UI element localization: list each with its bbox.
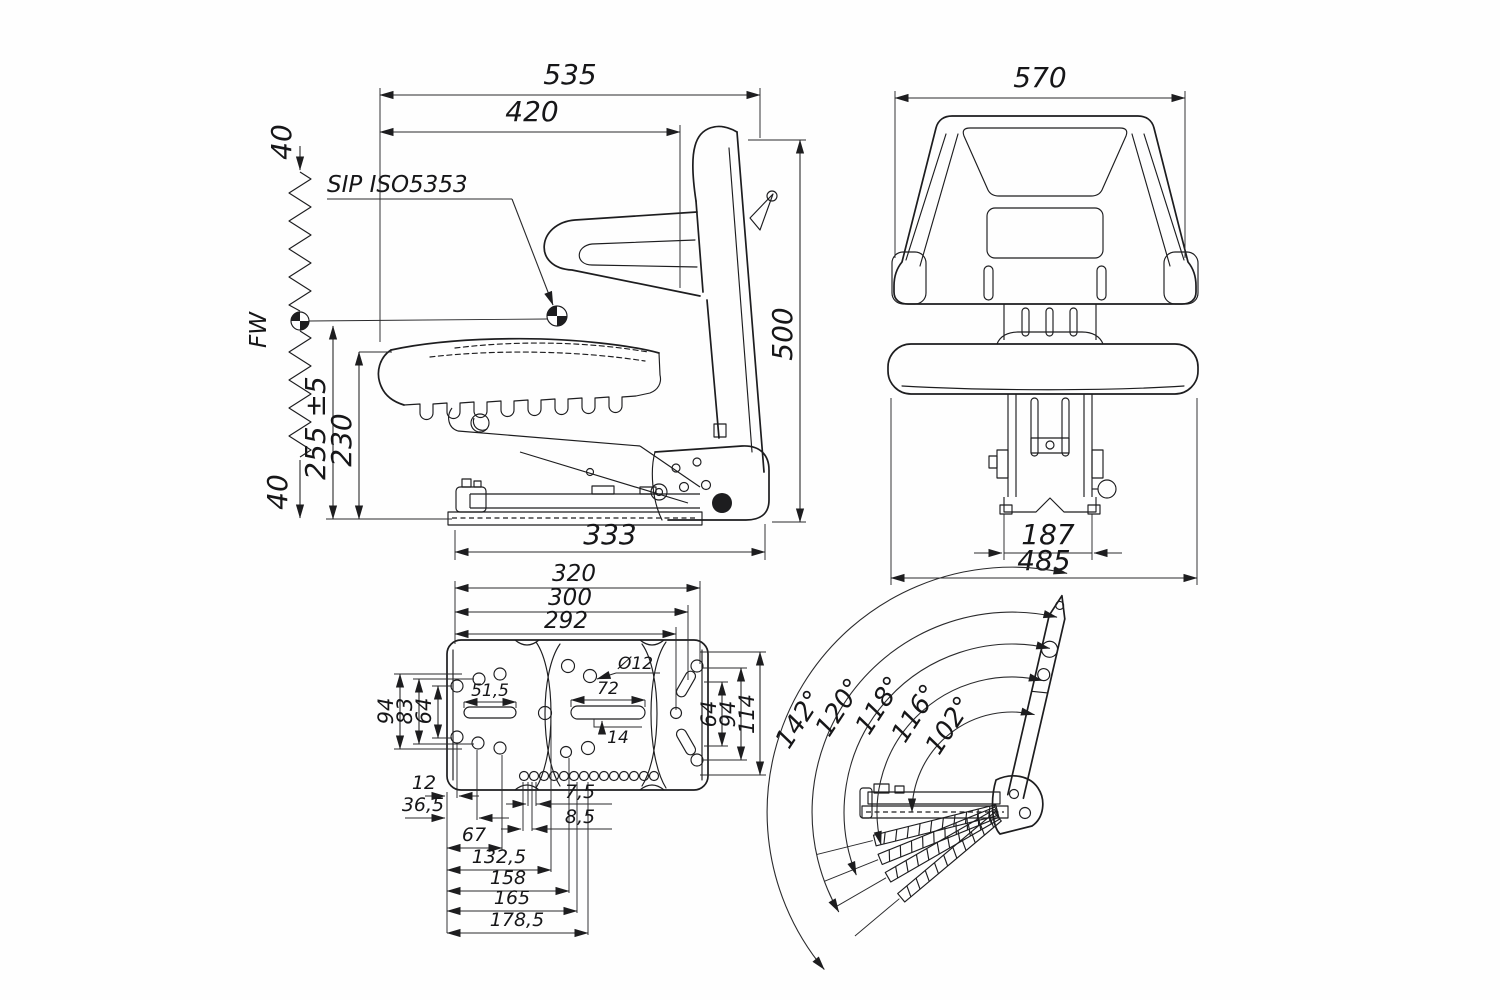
armrest-profile (543, 211, 701, 297)
plate-dim-8-5: 8,5 (565, 806, 595, 828)
side-view: SIP ISO5353 FW 535 420 40 40 255 ±5 230 (246, 58, 806, 560)
cushion-profile (377, 337, 662, 421)
sip-label: SIP ISO5353 (327, 172, 468, 198)
mounting-plate-view: 320 300 292 94 83 64 64 94 114 51,5 (374, 561, 766, 938)
plate-dim-320: 320 (552, 561, 596, 587)
side-sip-height-dim: 255 ±5 (299, 376, 332, 480)
side-travel-top-dim: 40 (265, 124, 298, 160)
plate-dimensions-center: 51,5 72 14 Ø12 (463, 654, 660, 748)
plate-dim-300: 300 (548, 585, 592, 611)
cushion-front (887, 331, 1199, 395)
plate-hole-diameter: Ø12 (617, 654, 653, 674)
plate-slot-center-width: 72 (597, 679, 619, 699)
side-rail-length-dim: 333 (583, 518, 636, 551)
front-view-dimensions: 570 187 485 (890, 61, 1198, 585)
side-cushion-height-dim: 230 (325, 413, 358, 466)
plate-dim-94-right: 94 (716, 701, 740, 728)
angle-rail-position-3 (824, 806, 1000, 882)
backrest-angle-view: 142° 120° 118° 116° 102° (766, 566, 1068, 970)
suspension-arm-profile (448, 407, 701, 504)
angle-arcs (766, 566, 1068, 970)
plate-dim-83-left: 83 (393, 698, 417, 725)
plate-dim-158: 158 (490, 867, 526, 889)
rear-bracket-profile (650, 445, 770, 521)
side-travel-bottom-dim: 40 (261, 474, 294, 510)
angle-pivot-bracket (991, 775, 1044, 835)
plate-dim-114-right: 114 (735, 694, 759, 734)
angle-labels: 142° 120° 118° 116° 102° (770, 671, 979, 760)
plate-dim-67: 67 (462, 824, 486, 846)
plate-dimensions-right: 64 94 114 (697, 651, 766, 776)
plate-dim-7-5: 7,5 (565, 781, 595, 803)
side-total-height-dim: 500 (766, 307, 799, 360)
plate-dim-36-5: 36,5 (402, 794, 444, 816)
plate-dim-12: 12 (412, 772, 436, 794)
plate-slot-center-height: 14 (607, 728, 629, 748)
front-backrest-width-dim: 570 (1013, 61, 1066, 94)
plate-dimensions-bottom: 12 36,5 7,5 8,5 67 132,5 158 165 178,5 (402, 720, 612, 938)
plate-outline (446, 639, 709, 791)
plate-dim-292: 292 (544, 608, 588, 634)
fw-label: FW (246, 311, 272, 348)
suspension-front (988, 394, 1117, 515)
plate-slot-left-width: 51,5 (471, 681, 509, 701)
side-total-width-dim: 535 (543, 58, 596, 91)
backrest-profile (691, 125, 765, 473)
plate-dim-165: 165 (494, 887, 530, 909)
angle-backrest-bar (1006, 594, 1066, 800)
side-seat-depth-dim: 420 (505, 95, 558, 128)
side-view-dimensions: 535 420 40 40 255 ±5 230 500 333 (261, 58, 806, 560)
plate-dimensions-top: 320 300 292 (454, 561, 701, 710)
sip-leader (327, 198, 554, 306)
plate-dim-132-5: 132,5 (472, 846, 526, 868)
backrest-front (891, 115, 1199, 305)
plate-dimensions-left: 94 83 64 (374, 673, 474, 750)
plate-dim-64-right: 64 (697, 701, 721, 728)
slide-rails-profile (447, 478, 703, 526)
fw-target-icon (290, 311, 310, 331)
front-view: 570 187 485 (887, 61, 1199, 585)
recline-handle-icon (749, 190, 778, 231)
sip-target-icon (546, 305, 568, 327)
angle-base-rail (859, 783, 1009, 819)
front-suspension-width-dim: 187 (1021, 518, 1075, 551)
plate-dim-94-left: 94 (374, 698, 398, 725)
fw-axis (288, 146, 548, 519)
plate-holes (450, 658, 704, 782)
backrest-column (1003, 304, 1097, 340)
plate-dim-64-left: 64 (412, 698, 436, 725)
plate-dim-178-5: 178,5 (490, 909, 544, 931)
